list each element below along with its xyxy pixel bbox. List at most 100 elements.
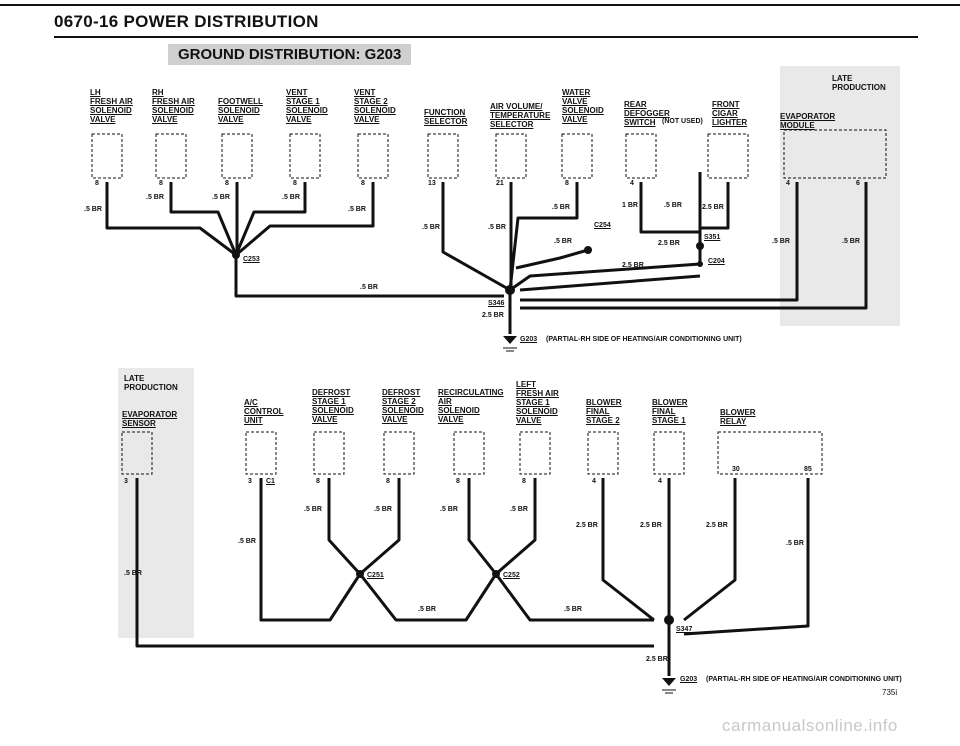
wire-gauge: .5 BR <box>422 224 440 231</box>
splice-s351-dot <box>696 242 704 250</box>
wire-gauge: 2.5 BR <box>482 312 504 319</box>
wire-gauge: .5 BR <box>84 206 102 213</box>
pin-number: 8 <box>522 478 526 485</box>
component-label-ac-control-unit: A/C CONTROL UNIT <box>244 398 284 425</box>
late-production-region-bottom <box>118 368 194 638</box>
component-label-footwell: FOOTWELL SOLENOID VALVE <box>218 97 263 124</box>
component-label-recirculating-air: RECIRCULATING AIR SOLENOID VALVE <box>438 388 504 424</box>
connector-c204-dot <box>697 261 703 267</box>
late-production-region-top <box>780 66 900 326</box>
connector-label: C251 <box>367 572 384 579</box>
ground-label: G203 <box>520 336 538 343</box>
wire-gauge: .5 BR <box>360 284 378 291</box>
top-rule <box>0 4 960 6</box>
component-label-defrost-stage-2: DEFROST STAGE 2 SOLENOID VALVE <box>382 388 424 424</box>
pin-number: 4 <box>592 478 596 485</box>
late-production-note-top: LATE PRODUCTION <box>832 74 886 92</box>
wire-gauge: 2.5 BR <box>702 204 724 211</box>
not-used-note: (NOT USED) <box>662 118 703 125</box>
component-label-left-fresh-air: LEFT FRESH AIR STAGE 1 SOLENOID VALVE <box>516 380 559 425</box>
component-box <box>357 133 389 179</box>
component-label-blower-final-stage-1: BLOWER FINAL STAGE 1 <box>652 398 688 425</box>
pin-number: 21 <box>496 180 504 187</box>
splice-label: S347 <box>676 626 693 633</box>
pin-number: 8 <box>316 478 320 485</box>
wire-gauge: .5 BR <box>146 194 164 201</box>
wire-gauge: 2.5 BR <box>576 522 598 529</box>
component-label-front-cigar-lighter: FRONT CIGAR LIGHTER <box>712 100 748 127</box>
component-box <box>707 133 749 179</box>
component-label-blower-final-stage-2: BLOWER FINAL STAGE 2 <box>586 398 622 425</box>
wire-gauge: .5 BR <box>552 204 570 211</box>
wire-gauge: 2.5 BR <box>622 262 644 269</box>
component-box <box>221 133 253 179</box>
wire-gauge: .5 BR <box>440 506 458 513</box>
connector-c253-dot <box>232 251 240 259</box>
ground-note: (PARTIAL-RH SIDE OF HEATING/AIR CONDITIO… <box>706 676 902 683</box>
pin-number: 85 <box>804 466 812 473</box>
component-box <box>717 431 823 475</box>
wire-gauge: .5 BR <box>418 606 436 613</box>
pin-number: 6 <box>856 180 860 187</box>
connector-c254-dot <box>584 246 592 254</box>
late-production-note-bottom: LATE PRODUCTION <box>124 374 178 392</box>
connector-c251-dot <box>356 570 364 578</box>
connector-label: C252 <box>503 572 520 579</box>
pin-number: 3 <box>248 478 252 485</box>
splice-s346-dot <box>505 285 515 295</box>
connector-c252-dot <box>492 570 500 578</box>
pin-number: 3 <box>124 478 128 485</box>
component-label-water-valve: WATER VALVE SOLENOID VALVE <box>562 88 604 124</box>
pin-number: 8 <box>95 180 99 187</box>
component-box <box>313 431 345 475</box>
wire-gauge: .5 BR <box>786 540 804 547</box>
connector-label: C204 <box>708 258 725 265</box>
pin-number: 8 <box>456 478 460 485</box>
wire-gauge: 2.5 BR <box>706 522 728 529</box>
component-box <box>453 431 485 475</box>
wire-gauge: 2.5 BR <box>658 240 680 247</box>
component-box <box>91 133 123 179</box>
wire-gauge: 1 BR <box>622 202 638 209</box>
diagram-banner: GROUND DISTRIBUTION: G203 <box>168 44 412 65</box>
connector-label: C1 <box>266 478 275 485</box>
splice-label: S346 <box>488 300 505 307</box>
component-label-evaporator-sensor: EVAPORATOR SENSOR <box>122 410 178 428</box>
wire-gauge: .5 BR <box>348 206 366 213</box>
pin-number: 4 <box>630 180 634 187</box>
wire-gauge: .5 BR <box>842 238 860 245</box>
wire-gauge: .5 BR <box>124 570 142 577</box>
wire-gauge: .5 BR <box>212 194 230 201</box>
pin-number: 30 <box>732 466 740 473</box>
connector-label: C253 <box>243 256 260 263</box>
wire-gauge: .5 BR <box>554 238 572 245</box>
component-label-air-volume-selector: AIR VOLUME/ TEMPERATURE SELECTOR <box>490 102 551 129</box>
component-label-evaporator-module: EVAPORATOR MODULE <box>780 112 836 130</box>
pin-number: 8 <box>159 180 163 187</box>
wire-gauge: .5 BR <box>238 538 256 545</box>
component-box <box>245 431 277 475</box>
pin-number: 13 <box>428 180 436 187</box>
pin-number: 8 <box>293 180 297 187</box>
component-box <box>587 431 619 475</box>
title-underline <box>54 36 918 38</box>
component-label-rear-defogger: REAR DEFOGGER SWITCH <box>624 100 670 127</box>
connector-label: C254 <box>594 222 611 229</box>
component-label-blower-relay: BLOWER RELAY <box>720 408 756 426</box>
component-box <box>625 133 657 179</box>
component-box <box>289 133 321 179</box>
wire-gauge: .5 BR <box>282 194 300 201</box>
component-label-defrost-stage-1: DEFROST STAGE 1 SOLENOID VALVE <box>312 388 354 424</box>
component-box <box>561 133 593 179</box>
component-box <box>495 133 527 179</box>
ground-label: G203 <box>680 676 698 683</box>
wire-gauge: 2.5 BR <box>646 656 668 663</box>
wire-gauge: .5 BR <box>374 506 392 513</box>
wire-gauge: .5 BR <box>488 224 506 231</box>
component-box <box>653 431 685 475</box>
component-box <box>519 431 551 475</box>
pin-number: 8 <box>361 180 365 187</box>
component-label-rh-fresh-air: RH FRESH AIR SOLENOID VALVE <box>152 88 195 124</box>
watermark: carmanualsonline.info <box>722 716 898 735</box>
